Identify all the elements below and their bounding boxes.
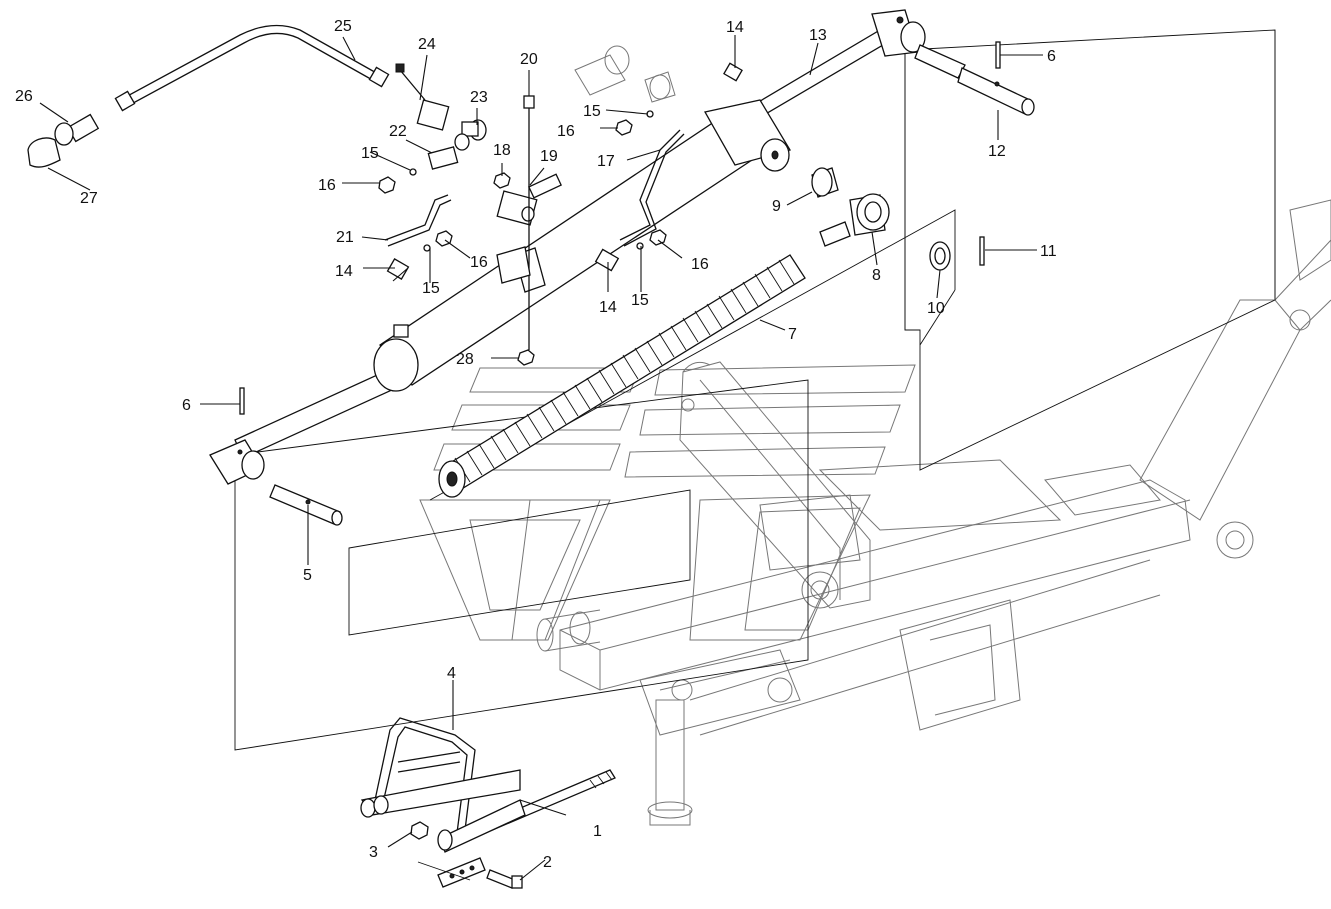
part-6-pin-left xyxy=(239,387,245,415)
callout-15c: 15 xyxy=(422,280,440,297)
part-3-nut xyxy=(410,821,429,840)
callout-14b: 14 xyxy=(335,263,353,280)
part-12-pin-right xyxy=(957,67,1035,116)
callout-20: 20 xyxy=(520,51,538,68)
callout-28: 28 xyxy=(456,351,474,368)
callout-14c: 14 xyxy=(599,299,617,316)
fitting-19-valve-block xyxy=(496,173,562,226)
part-4-stand-bracket xyxy=(360,717,521,834)
fitting-24-valve xyxy=(395,63,450,131)
callout-25: 25 xyxy=(334,18,352,35)
callout-15a: 15 xyxy=(583,103,601,120)
fitting-26-coupler xyxy=(54,113,100,146)
callout-17: 17 xyxy=(597,153,615,170)
callout-6a: 6 xyxy=(182,397,191,414)
leader-lines xyxy=(39,35,1043,881)
callout-15d: 15 xyxy=(631,292,649,309)
callout-7: 7 xyxy=(788,326,797,343)
fitting-23-adapter xyxy=(461,119,487,141)
callout-6b: 6 xyxy=(1047,48,1056,65)
callout-18: 18 xyxy=(493,142,511,159)
callout-24: 24 xyxy=(418,36,436,53)
watermark-logo xyxy=(419,364,916,641)
callout-8: 8 xyxy=(872,267,881,284)
callout-11: 11 xyxy=(1040,243,1057,260)
callout-23: 23 xyxy=(470,89,488,106)
callout-2: 2 xyxy=(543,854,552,871)
fitting-16-clamp-block xyxy=(496,246,531,284)
part-11-pin xyxy=(979,236,985,266)
callout-27: 27 xyxy=(80,190,98,207)
fitting-14-elbows xyxy=(386,62,743,280)
callout-9: 9 xyxy=(772,198,781,215)
callout-16a: 16 xyxy=(557,123,575,140)
callout-3: 3 xyxy=(369,844,378,861)
part-1-adjusting-rod xyxy=(437,769,616,853)
fitting-27-dust-cap xyxy=(27,137,61,168)
callout-16c: 16 xyxy=(470,254,488,271)
callout-26: 26 xyxy=(15,88,33,105)
part-2-bolt xyxy=(486,869,523,889)
callout-1: 1 xyxy=(593,823,602,840)
background-frame xyxy=(536,199,1331,826)
callout-12: 12 xyxy=(988,143,1006,160)
part-9-bushing xyxy=(811,167,839,198)
assembly-outlines xyxy=(234,29,1276,751)
callout-4: 4 xyxy=(447,665,456,682)
part-5-pin-left xyxy=(209,439,343,526)
callouts: 1 2 3 4 5 6 6 7 8 9 10 11 12 13 14 14 14… xyxy=(15,18,1057,871)
callout-16d: 16 xyxy=(691,256,709,273)
part-13-hydraulic-cylinder xyxy=(234,9,966,459)
fitting-22-tee xyxy=(427,133,470,170)
callout-19: 19 xyxy=(540,148,558,165)
ghost-elbow-fitting xyxy=(574,45,676,103)
callout-10: 10 xyxy=(927,300,945,317)
callout-5: 5 xyxy=(303,567,312,584)
part-8-spindle-eye xyxy=(849,193,890,236)
part-7-threaded-spindle xyxy=(438,221,851,498)
hydraulic-lines xyxy=(114,24,685,247)
callout-15b: 15 xyxy=(361,145,379,162)
callout-22: 22 xyxy=(389,123,407,140)
part-6-pin-right xyxy=(995,41,1001,69)
callout-21: 21 xyxy=(336,229,354,246)
callout-16b: 16 xyxy=(318,177,336,194)
callout-14a: 14 xyxy=(726,19,744,36)
lower-plate xyxy=(417,857,486,888)
callout-13: 13 xyxy=(809,27,827,44)
part-10-washer xyxy=(929,241,951,271)
